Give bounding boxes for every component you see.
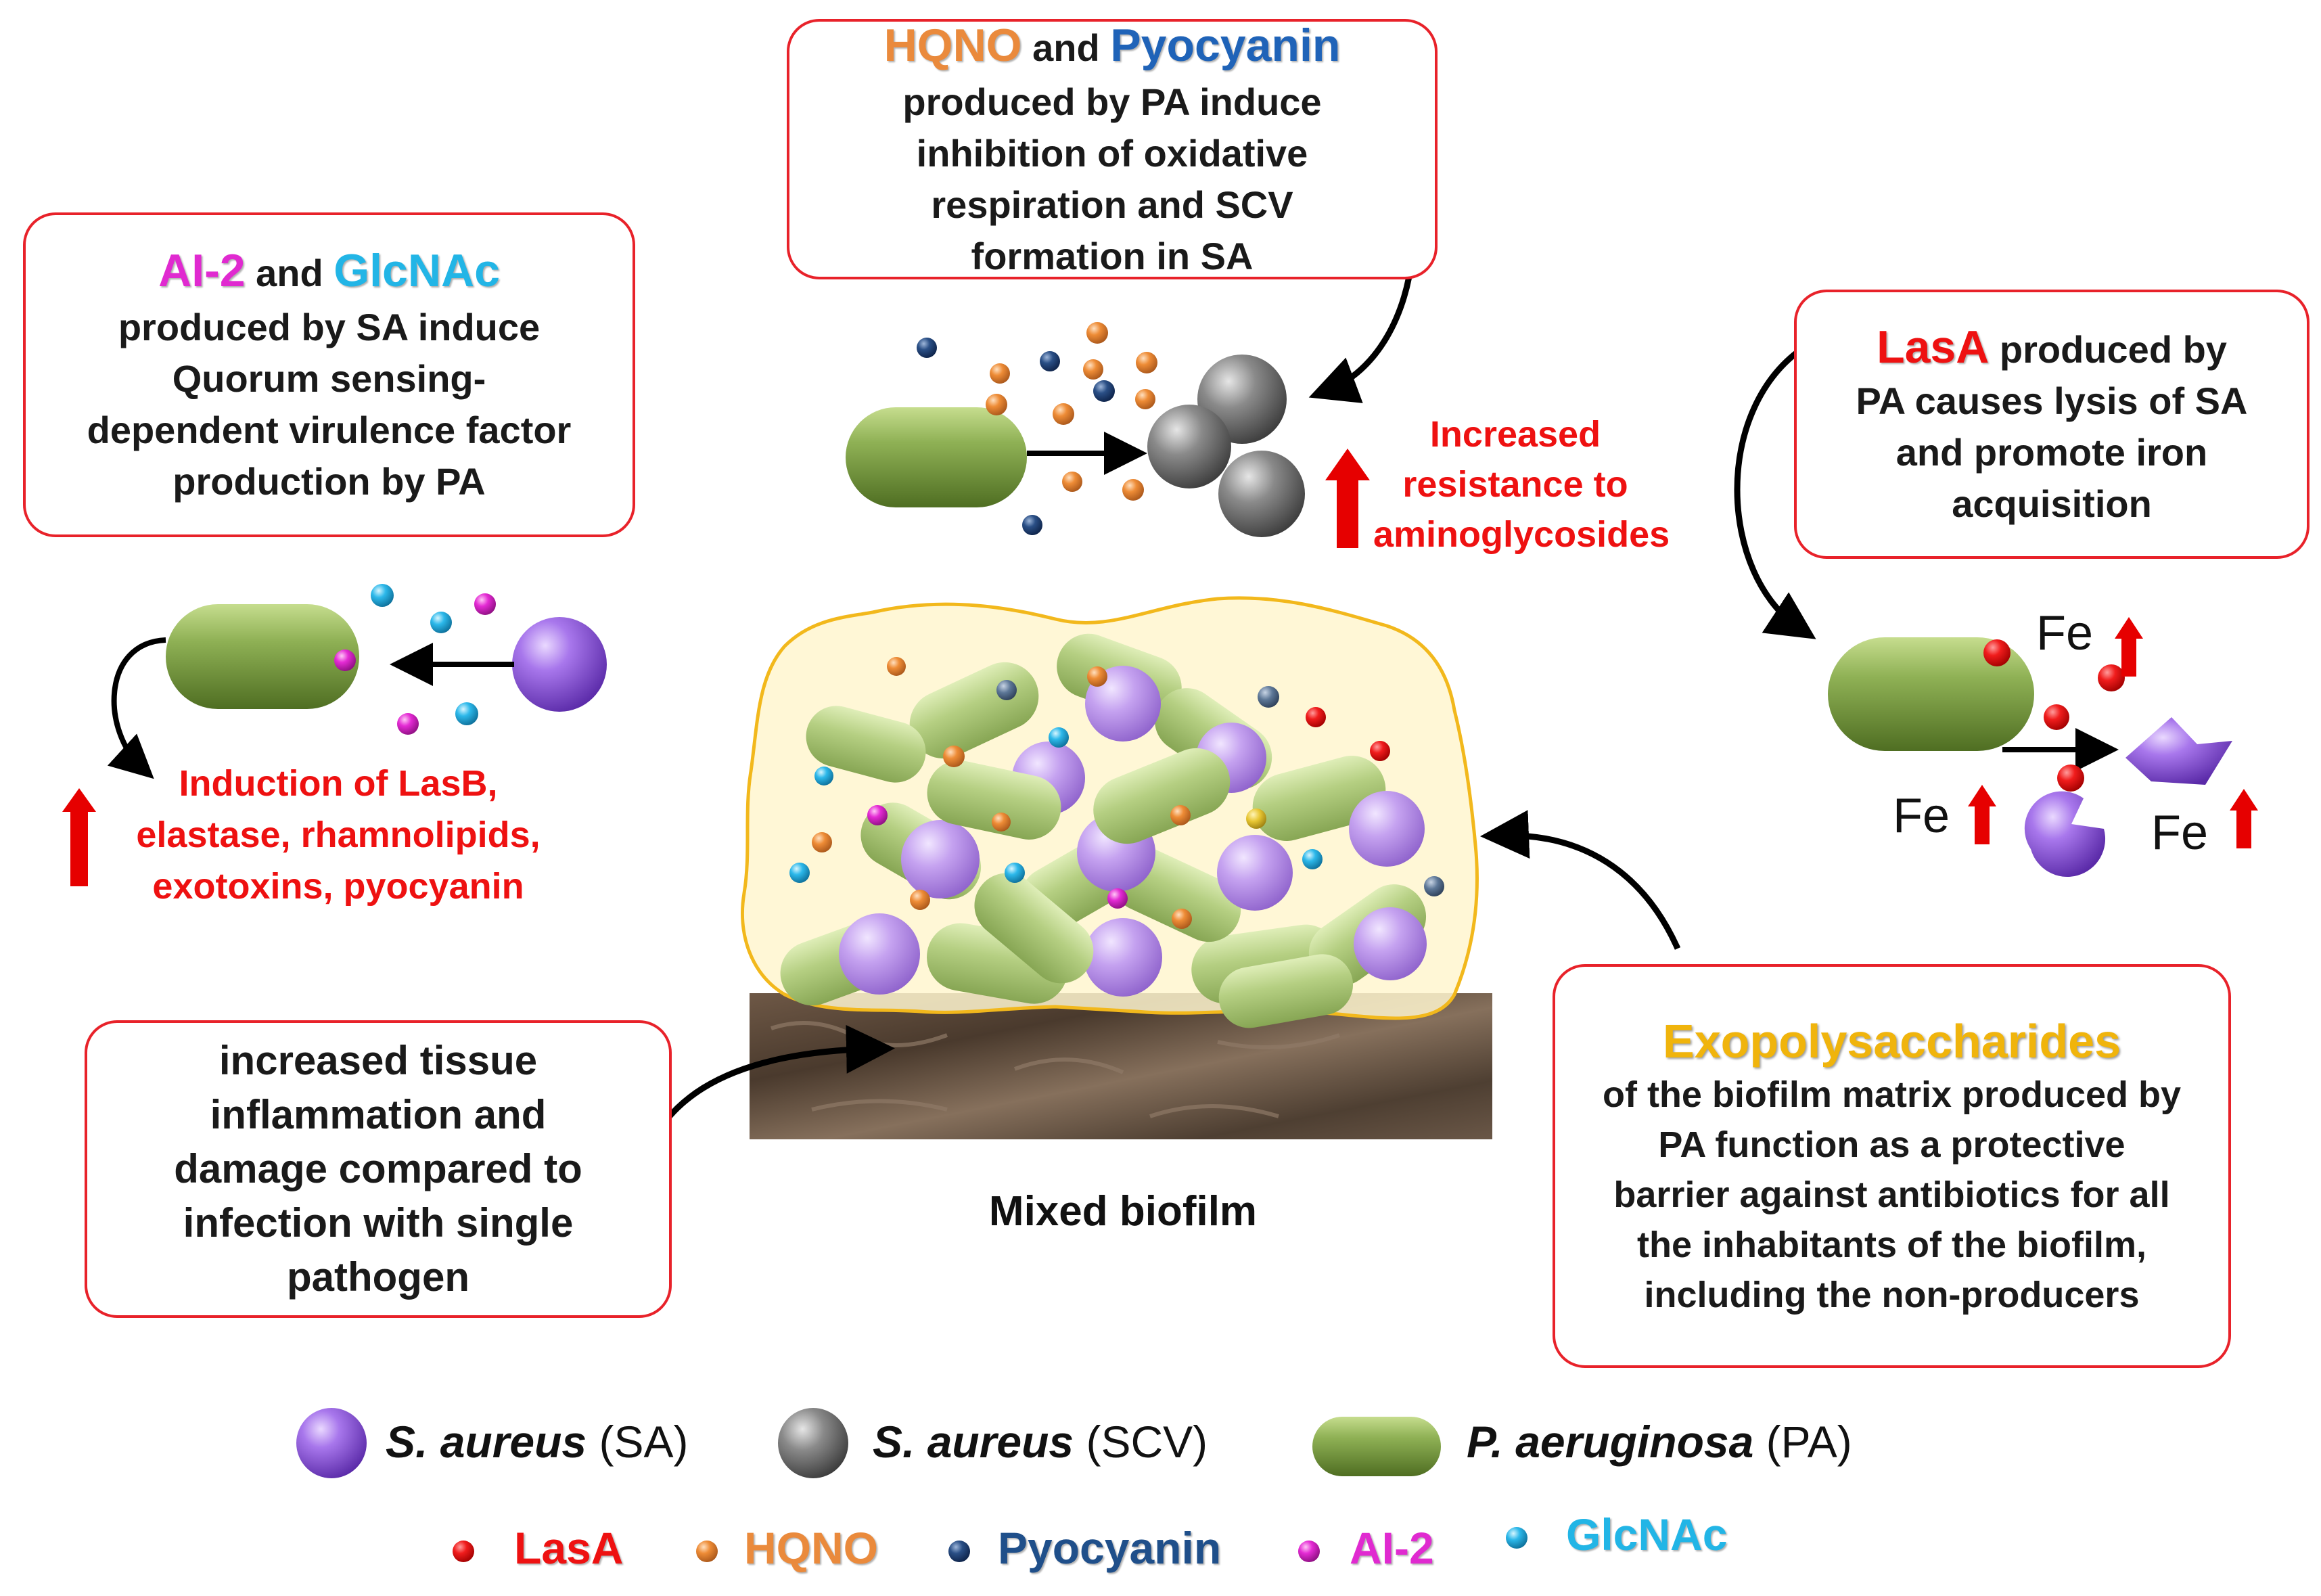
arrow-exo-to-biofilm [1480,810,1681,950]
legend-scv-species: S. aureus [873,1417,1074,1467]
box-exopolysaccharides: Exopolysaccharides of the biofilm matrix… [1553,964,2231,1368]
legend-pa: P. aeruginosa (PA) [1467,1416,1852,1467]
resistance-text: Increased resistance to aminoglycosides [1373,414,1670,555]
induction-text: Induction of LasB, elastase, rhamnolipid… [136,763,541,907]
legend-pa-species: P. aeruginosa [1467,1417,1754,1467]
biofilm-cells [780,633,1444,1028]
legend-pyocyanin: Pyocyanin [998,1523,1222,1573]
pa-to-scv-scene [846,322,1305,537]
and-text: and [1021,26,1111,69]
lasa-box-body: PA causes lysis of SA and promote iron a… [1856,380,2248,525]
box-hqno-pyocyanin: HQNO and Pyocyanin produced by PA induce… [787,19,1438,279]
exopolysaccharides-title: Exopolysaccharides [1663,1014,2121,1068]
sa-to-pa-scene [107,584,607,779]
ai2-title: AI-2 [158,245,246,296]
ai2-box-body: produced by SA induce Quorum sensing-dep… [87,306,572,503]
hqno-title: HQNO [883,19,1022,71]
legend-glcnac: GlcNAc [1566,1509,1728,1559]
legend-lasa: LasA [514,1523,624,1573]
legend-icons [296,1408,1527,1562]
inflammation-box-body: increased tissue inflammation and damage… [174,1038,582,1300]
fe-label-right: Fe [2151,806,2209,860]
legend-sa: S. aureus (SA) [386,1416,688,1467]
box-lasa: LasA produced by PA causes lysis of SA a… [1794,290,2309,559]
lasa-title: LasA [1877,321,1990,373]
legend-sa-abbr: (SA) [587,1417,689,1467]
legend-scv: S. aureus (SCV) [873,1416,1208,1467]
legend-ai2: AI-2 [1350,1523,1434,1573]
pyocyanin-title: Pyocyanin [1110,19,1341,71]
legend-sa-species: S. aureus [386,1417,587,1467]
biofilm-label: Mixed biofilm [988,1188,1258,1235]
hqno-box-body: produced by PA induce inhibition of oxid… [902,80,1322,277]
and-text: and [245,252,334,294]
box-inflammation: increased tissue inflammation and damage… [85,1020,672,1318]
lasa-lysis-scene [1828,637,2232,877]
fe-label-top: Fe [2036,606,2094,660]
legend-hqno: HQNO [744,1523,878,1573]
fe-label-left: Fe [1893,789,1950,843]
legend-scv-abbr: (SCV) [1074,1417,1208,1467]
glcnac-title: GlcNAc [334,245,500,296]
exo-box-body: of the biofilm matrix produced by PA fun… [1602,1074,2182,1315]
legend-pa-abbr: (PA) [1753,1417,1852,1467]
lasa-box-lead: produced by [1989,328,2227,371]
box-ai2-glcnac: AI-2 and GlcNAc produced by SA induce Qu… [23,212,635,537]
arrow-lasa-to-scene [1734,342,1816,639]
increase-arrows [62,449,2258,886]
